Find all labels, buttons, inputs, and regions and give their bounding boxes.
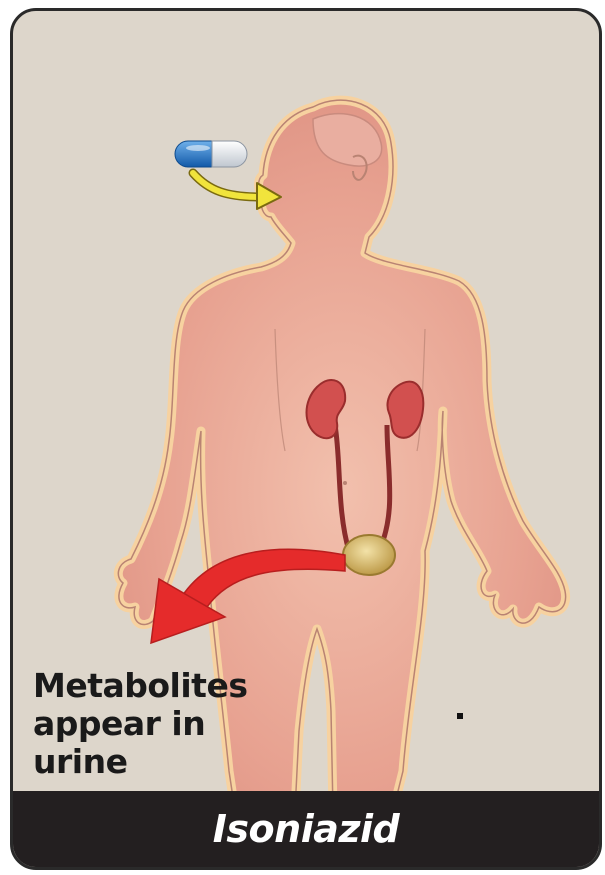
caption-line-2: appear in: [33, 705, 333, 743]
drug-name-banner: Isoniazid: [13, 791, 599, 867]
capsule-icon: [175, 141, 247, 167]
drug-name-label: Isoniazid: [213, 807, 399, 851]
caption-line-3: urine: [33, 743, 333, 781]
isoniazid-card: Metabolites appear in urine Isoniazid: [10, 8, 602, 870]
bladder: [343, 535, 395, 575]
caption-line-1: Metabolites: [33, 667, 333, 705]
excretion-caption: Metabolites appear in urine: [33, 667, 333, 781]
